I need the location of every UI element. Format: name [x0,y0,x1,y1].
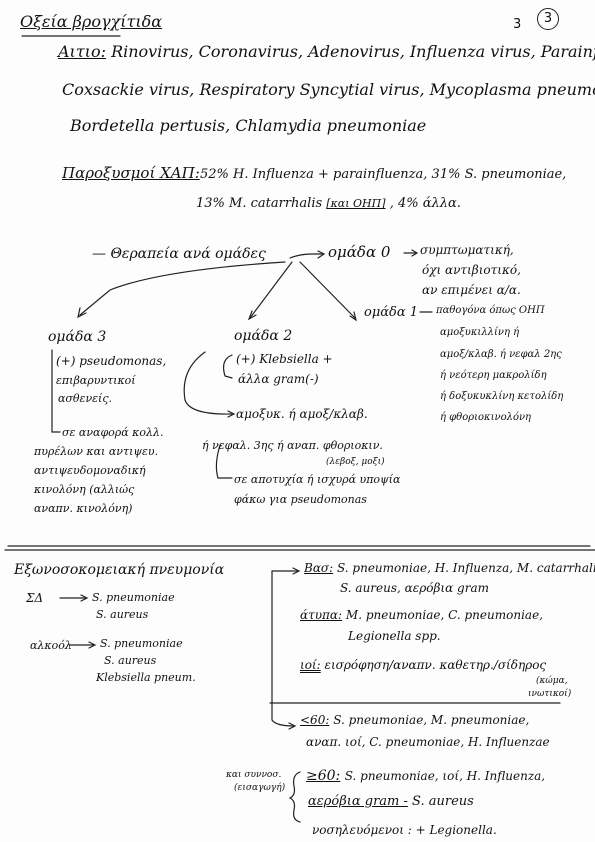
sd-line1: S. pneumoniae [92,591,175,604]
copd-line2: 13% M. catarrhalis [και ΟΗΠ] , 4% άλλα. [196,197,461,210]
lt60-line2: αναπ. ιοί, C. pneumoniae, H. Influenzae [306,735,550,749]
copd-catarrhalis: 13% M. catarrhalis [196,196,323,211]
group1-line4: ή νεότερη μακρολίδη [440,370,547,381]
atypical-label: άτυπα: [300,608,343,622]
group2-line7: φάκω για pseudomonas [234,493,367,506]
group2-line3: αμοξυκ. ή αμοξ/κλαβ. [236,407,368,421]
viral-line3: ινωτικοί) [528,689,572,699]
group3-line5: πυρέλων και αντιψευ. [34,445,159,458]
ge60-side2: (εισαγωγή) [234,783,286,793]
group3-line4: σε αναφορά κολλ. [62,426,164,439]
atypical-line2: Legionella spp. [348,629,441,643]
group2-line1: (+) Klebsiella + [236,352,333,366]
copd-line1: 52% H. Influenza + parainfluenza, 31% S.… [200,167,567,182]
lt60-row: <60: S. pneumoniae, M. pneumoniae, [300,714,529,726]
alc-label: αλκοόλ [30,639,72,652]
lt60-line1: S. pneumoniae, M. pneumoniae, [333,713,530,727]
atypical-row: άτυπα: M. pneumoniae, C. pneumoniae, [300,609,543,621]
alc-line2: S. aureus [104,654,157,667]
nosocomial-note: νοσηλευόμενοι : + Legionella. [312,823,497,837]
ge60-row: ≥60: S. pneumoniae, ιοί, H. Influenza, [306,769,545,783]
typical-label: Βασ: [304,561,334,575]
sd-label: ΣΔ [26,591,44,605]
copd-title: Παροξυσμοί ΧΑΠ: [62,164,200,182]
typical-line1: S. pneumoniae, H. Influenza, M. catarrha… [336,561,595,575]
bronchitis-etiology-line2: Coxsackie virus, Respiratory Syncytial v… [62,80,595,99]
group3-line3: ασθενείς. [58,392,113,405]
viral-label: ιοί: [300,658,321,672]
alc-line1: S. pneumoniae [100,637,183,650]
group1-line2: αμοξυκιλλίνη ή [440,327,520,338]
page-title: Οξεία βρογχίτιδα [20,12,163,31]
atypical-line1: M. pneumoniae, C. pneumoniae, [345,608,543,622]
group3-line8: αναπν. κινολόνη) [34,502,133,515]
alc-line3: Klebsiella pneum. [96,671,196,684]
page-number-printed: 3 [513,17,522,32]
group2-label: ομάδα 2 [234,328,293,344]
group3-line6: αντιψευδομοναδική [34,464,146,477]
cap-title: Εξωνοσοκομειακή πνευμονία [14,562,225,578]
ge60-line1: S. pneumoniae, ιοί, H. Influenza, [344,769,546,783]
typical-line2: S. aureus, αερόβια gram [340,581,489,595]
copd-bracket-note: [και ΟΗΠ] [326,197,386,210]
group1-line5: ή δοξυκυκλίνη κετολίδη [440,391,564,402]
bronchitis-etiology-line1: Αιτιο: Rinovirus, Coronavirus, Adenoviru… [58,44,595,60]
viral-line2: (κώμα, [536,676,568,686]
viral-row: ιοί: εισρόφηση/αναπν. καθετηρ./σίδηρος [300,659,546,671]
ge60-line2-row: αερόβια gram - S. aureus [308,795,474,808]
group1-line6: ή φθοριοκινολόνη [440,412,532,423]
group2-line6: σε αποτυχία ή ισχυρά υποψία [234,473,401,486]
copd-other: , 4% άλλα. [389,196,461,211]
group1-line3: αμοξ/κλαβ. ή νεφαλ 2ης [440,349,562,360]
group3-line1: (+) pseudomonas, [56,354,167,368]
ge60-line2: αερόβια gram - [308,794,408,809]
group2-line2: άλλα gram(-) [238,372,319,386]
etiology-label: Αιτιο: [58,42,106,61]
viral-line1: εισρόφηση/αναπν. καθετηρ./σίδηρος [324,658,547,672]
lt60-label: <60: [300,713,330,727]
group3-line7: κινολόνη (αλλιώς [34,483,135,496]
page-number-circled: 3 [537,8,559,30]
ge60-side1: και συννοσ. [226,770,282,780]
group2-line4: ή νεφαλ. 3ης ή αναπ. φθοριοκιν. [202,439,383,452]
etiology-text-1: Rinovirus, Coronavirus, Adenovirus, Infl… [111,42,595,61]
typical-row: Βασ: S. pneumoniae, H. Influenza, M. cat… [304,562,595,574]
therapy-root: — Θεραπεία ανά ομάδες [92,246,266,262]
sd-line2: S. aureus [96,608,149,621]
group0-label: ομάδα 0 [328,243,391,261]
group3-line2: επιβαρυντικοί [56,374,136,387]
bronchitis-etiology-line3: Bordetella pertusis, Chlamydia pneumonia… [70,116,427,135]
group2-line5: (λεβοξ, μοξι) [326,457,385,467]
group0-line1: συμπτωματική, [420,243,514,257]
group3-label: ομάδα 3 [48,329,107,345]
ge60-line3: S. aureus [412,794,474,809]
therapy-root-label: Θεραπεία ανά ομάδες [110,246,266,262]
group1-label: ομάδα 1 [364,305,419,320]
group0-line2: όχι αντιβιοτικό, [422,263,521,277]
ge60-label: ≥60: [306,768,341,784]
group1-line1: παθογόνα όπως ΟΗΠ [436,305,545,316]
group0-line3: αν επιμένει α/α. [422,283,521,297]
